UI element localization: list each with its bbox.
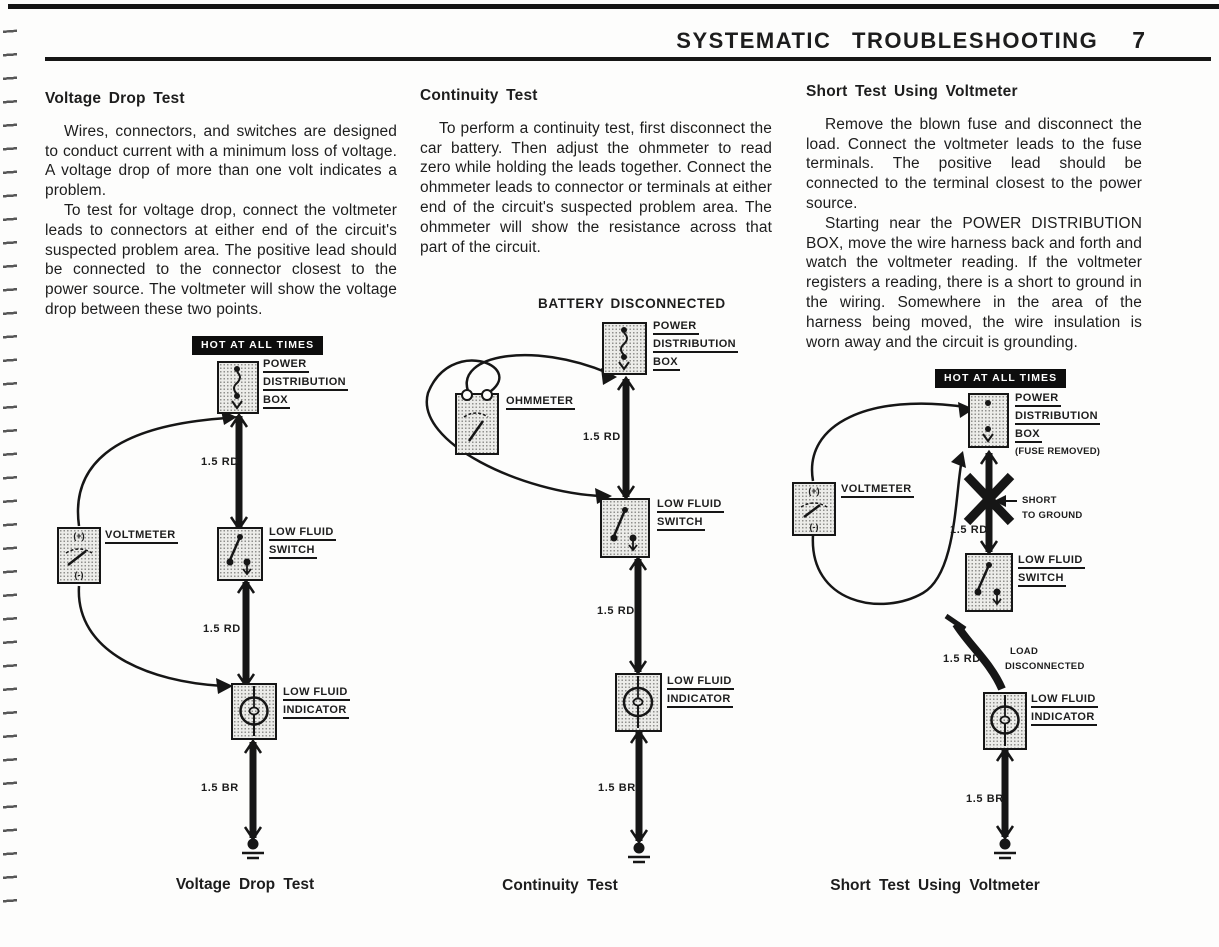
short-pointer-arrow <box>994 495 1017 507</box>
header-rule <box>45 57 1211 61</box>
power-distribution-box-label: POWER DISTRIBUTION BOX (FUSE REMOVED) <box>1015 392 1101 457</box>
minus-terminal-label: (-) <box>74 570 84 580</box>
wire-cut-tick <box>944 613 967 632</box>
voltmeter-lead-arrow <box>77 585 233 694</box>
low-fluid-indicator-box <box>231 683 277 740</box>
wire-color-label: 1.5 RD <box>583 431 621 443</box>
low-fluid-indicator-label: LOW FLUID INDICATOR <box>283 686 350 722</box>
short-to-ground-label: SHORT TO GROUND <box>1022 495 1083 521</box>
ohmmeter-lead-arrow <box>465 353 617 392</box>
page-header: SYSTEMATIC TROUBLESHOOTING 7 <box>660 27 1145 54</box>
meter-needle-icon <box>463 412 489 442</box>
low-fluid-switch-box <box>217 527 263 581</box>
page-top-rule <box>8 4 1219 9</box>
paragraph: To perform a continuity test, first disc… <box>420 119 772 256</box>
voltmeter-label: VOLTMETER <box>105 529 178 547</box>
page-number: 7 <box>1132 27 1145 53</box>
diagram-continuity-test: BATTERY DISCONNECTED POWER DISTRIBUTION … <box>420 295 775 880</box>
wire-color-label: 1.5 BR <box>966 793 1004 805</box>
low-fluid-indicator-label: LOW FLUID INDICATOR <box>1031 693 1098 729</box>
ground-icon <box>628 842 650 864</box>
paragraph: To test for voltage drop, connect the vo… <box>45 201 397 318</box>
power-distribution-box <box>968 393 1009 448</box>
fuse-removed-icon <box>982 400 994 443</box>
power-distribution-box-label: POWER DISTRIBUTION BOX <box>653 320 739 374</box>
power-distribution-box-label: POWER DISTRIBUTION BOX <box>263 358 349 412</box>
fuse-icon <box>231 366 243 410</box>
wire-color-label: 1.5 BR <box>201 782 239 794</box>
plus-terminal-label: (+) <box>808 486 820 496</box>
hot-at-all-times-badge: HOT AT ALL TIMES <box>192 336 324 355</box>
wire-color-label: 1.5 RD <box>943 653 981 665</box>
terminal-icon <box>481 389 493 401</box>
power-distribution-box <box>602 322 647 375</box>
bulb-icon <box>622 676 654 728</box>
voltmeter-lead-arrow <box>810 402 974 482</box>
figure-caption: Continuity Test <box>502 877 618 894</box>
section-heading: Voltage Drop Test <box>45 90 185 107</box>
fuse-removed-note: (FUSE REMOVED) <box>1015 446 1101 457</box>
switch-icon <box>610 507 638 552</box>
low-fluid-switch-label: LOW FLUID SWITCH <box>269 526 336 562</box>
switch-icon <box>226 534 252 576</box>
bulb-icon <box>239 686 269 736</box>
section-heading: Short Test Using Voltmeter <box>806 83 1018 100</box>
wire-color-label: 1.5 RD <box>201 456 239 468</box>
wire-color-label: 1.5 RD <box>950 524 988 536</box>
low-fluid-switch-box <box>600 498 650 558</box>
figure-caption: Voltage Drop Test <box>175 876 315 893</box>
plus-terminal-label: (+) <box>73 531 85 541</box>
meter-needle-icon <box>65 547 93 566</box>
voltmeter-box: (+) (-) <box>57 527 101 584</box>
low-fluid-indicator-box <box>615 673 662 732</box>
wire-color-label: 1.5 BR <box>598 782 636 794</box>
voltmeter-label: VOLTMETER <box>841 483 914 501</box>
wire-color-label: 1.5 RD <box>597 605 635 617</box>
binding-marks <box>3 29 17 923</box>
power-distribution-box <box>217 361 259 414</box>
low-fluid-switch-label: LOW FLUID SWITCH <box>657 498 724 534</box>
short-to-ground-x-icon <box>963 472 1015 526</box>
voltmeter-box: (+) (-) <box>792 482 836 536</box>
column-continuity-test: Continuity Test To perform a continuity … <box>420 86 772 257</box>
hot-at-all-times-badge: HOT AT ALL TIMES <box>935 369 1067 388</box>
terminal-icon <box>461 389 473 401</box>
page-title: SYSTEMATIC TROUBLESHOOTING <box>676 28 1099 53</box>
diagram-short-test: HOT AT ALL TIMES POWER DISTRIBUTION BOX … <box>785 365 1205 875</box>
battery-disconnected-title: BATTERY DISCONNECTED <box>538 296 726 311</box>
ohmmeter-box <box>455 389 499 455</box>
voltmeter-lead-arrow <box>76 410 237 527</box>
ground-icon <box>994 838 1016 860</box>
low-fluid-indicator-label: LOW FLUID INDICATOR <box>667 675 734 711</box>
low-fluid-switch-label: LOW FLUID SWITCH <box>1018 554 1085 590</box>
paragraph: Starting near the POWER DISTRIBUTION BOX… <box>806 214 1142 351</box>
section-heading: Continuity Test <box>420 87 538 104</box>
low-fluid-indicator-box <box>983 692 1027 750</box>
low-fluid-switch-box <box>965 553 1013 612</box>
diagram-voltage-drop-test: HOT AT ALL TIMES POWER DISTRIBUTION BOX … <box>45 330 400 875</box>
ground-icon <box>242 838 264 860</box>
bulb-icon <box>990 695 1020 746</box>
paragraph: Remove the blown fuse and disconnect the… <box>806 115 1142 212</box>
column-short-test: Short Test Using Voltmeter Remove the bl… <box>806 82 1142 352</box>
switch-icon <box>974 562 1002 606</box>
column-voltage-drop-test: Voltage Drop Test Wires, connectors, and… <box>45 89 397 320</box>
fuse-icon <box>618 327 630 371</box>
minus-terminal-label: (-) <box>809 522 819 532</box>
meter-needle-icon <box>800 502 828 518</box>
ohmmeter-label: OHMMETER <box>506 395 576 413</box>
ohmmeter-terminals <box>457 389 497 401</box>
load-disconnected-label: LOAD DISCONNECTED <box>1005 646 1085 672</box>
paragraph: Wires, connectors, and switches are desi… <box>45 122 397 200</box>
wire-color-label: 1.5 RD <box>203 623 241 635</box>
figure-caption: Short Test Using Voltmeter <box>830 877 1040 894</box>
